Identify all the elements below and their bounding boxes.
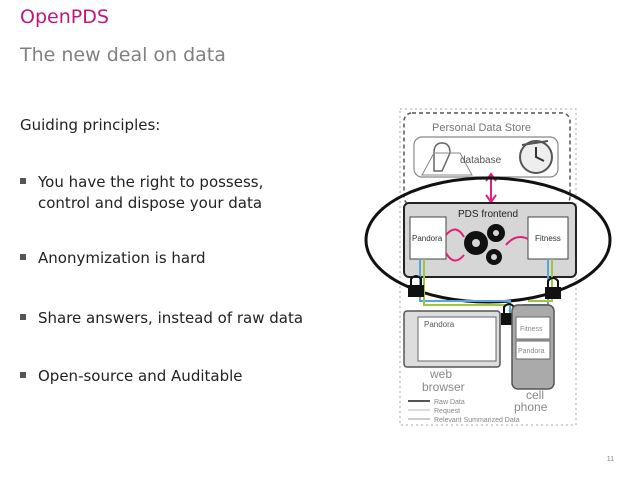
phone-pandora-label: Pandora <box>518 348 545 355</box>
phone-fitness-label: Fitness <box>520 326 543 333</box>
principles-heading: Guiding principles: <box>20 116 161 134</box>
fitness-app-box <box>527 216 569 260</box>
request-arrow <box>445 252 465 262</box>
page-number: 11 <box>606 456 614 463</box>
principle-item: Open-source and Auditable <box>20 366 360 387</box>
database-label: database <box>460 155 502 166</box>
bullet-marker-icon <box>20 372 26 378</box>
gear-icon <box>464 224 505 265</box>
principle-line: You have the right to possess, <box>38 173 264 191</box>
system-frame <box>399 108 577 426</box>
personal-data-store-label: Personal Data Store <box>432 122 531 134</box>
legend-relevant-label: Relevant Summarized Data <box>434 417 520 424</box>
principle-item: Share answers, instead of raw data <box>20 308 360 329</box>
pandora-app-box <box>409 216 447 260</box>
principle-item: You have the right to possess, control a… <box>20 172 360 214</box>
legend-raw-label: Raw Data <box>434 399 465 406</box>
slide-subtitle: The new deal on data <box>20 44 226 66</box>
web-label: web <box>429 367 452 381</box>
phone-label: phone <box>514 400 548 414</box>
pandora-label: Pandora <box>412 234 443 243</box>
phone-pandora-app <box>515 340 551 360</box>
bullet-marker-icon <box>20 178 26 184</box>
lock-icon <box>545 277 561 299</box>
principle-line: control and dispose your data <box>38 194 263 212</box>
clock-icon <box>519 140 553 174</box>
principle-line: Anonymization is hard <box>38 249 206 267</box>
slide-title: OpenPDS <box>20 6 109 28</box>
cell-label: cell <box>526 388 544 402</box>
request-arrow <box>445 228 465 238</box>
fitness-label: Fitness <box>535 234 561 243</box>
lock-icon <box>408 275 424 297</box>
map-pin-icon <box>421 142 473 176</box>
bullet-marker-icon <box>20 314 26 320</box>
phone-fitness-app <box>515 316 551 340</box>
raw-data-line <box>528 259 553 302</box>
pds-frontend-label: PDS frontend <box>458 209 518 220</box>
request-arrow <box>505 236 529 246</box>
browser-label: browser <box>422 380 465 394</box>
legend-request-label: Request <box>434 408 460 415</box>
principle-line: Open-source and Auditable <box>38 367 243 385</box>
bullet-marker-icon <box>20 254 26 260</box>
browser-pandora-label: Pandora <box>424 320 455 329</box>
principle-line: Share answers, instead of raw data <box>38 309 304 327</box>
openpds-diagram: Personal Data Store database PDS fronten… <box>364 108 612 426</box>
raw-data-line <box>423 259 510 306</box>
browser-pandora-panel <box>417 316 497 362</box>
principle-item: Anonymization is hard <box>20 248 360 269</box>
